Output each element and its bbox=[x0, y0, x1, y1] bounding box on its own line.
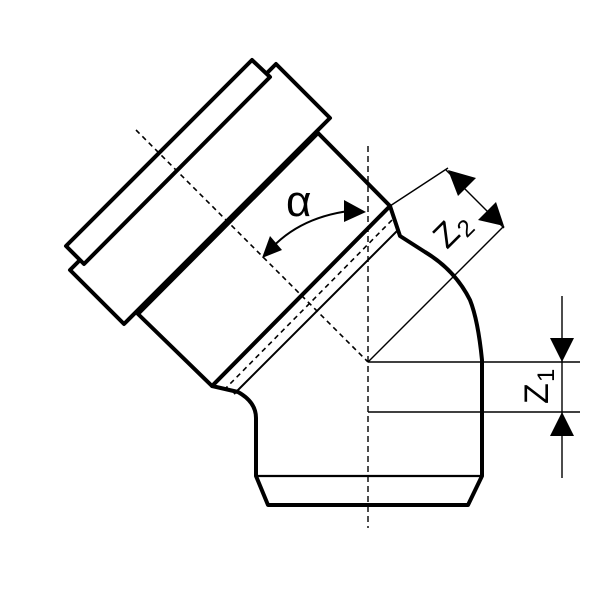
angle-arrow-right bbox=[344, 200, 366, 222]
z1-subscript: 1 bbox=[533, 369, 560, 382]
z2-extension-b bbox=[389, 167, 449, 207]
insertion-line-inner bbox=[233, 229, 399, 395]
z2-arrow-bottom bbox=[478, 202, 504, 226]
z1-label: Z bbox=[518, 383, 556, 404]
z1-arrow-bottom bbox=[550, 412, 574, 436]
z2-label-group: Z 2 bbox=[426, 214, 481, 256]
angle-arrow-left bbox=[262, 236, 282, 258]
z2-arrow-top bbox=[448, 170, 476, 196]
z1-label-group: Z 1 bbox=[518, 369, 560, 404]
angle-label: α bbox=[286, 177, 311, 226]
z1-arrow-top bbox=[550, 338, 574, 362]
z2-extension-a bbox=[367, 225, 505, 363]
pipe-lower-leg bbox=[210, 204, 484, 507]
socket-axis-centerline bbox=[135, 129, 369, 363]
